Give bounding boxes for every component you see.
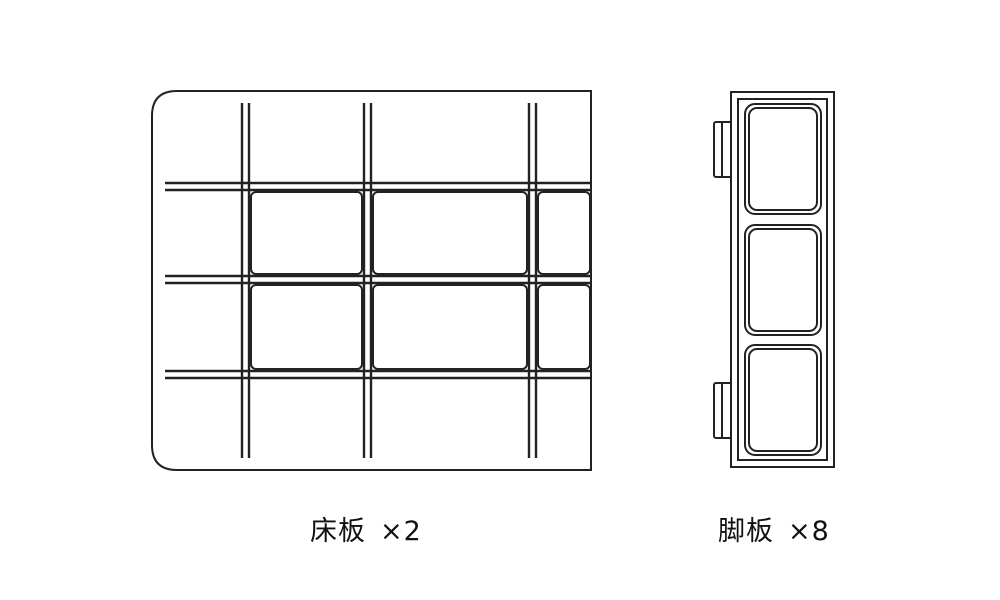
- floor-board-cells: [250, 191, 591, 370]
- floor-board-name: 床板: [310, 516, 366, 547]
- leg-board-tabs: [713, 121, 733, 439]
- leg-board-windows: [744, 103, 822, 456]
- leg-board-name: 脚板: [718, 516, 774, 547]
- floor-board-vertical-grooves: [240, 103, 538, 458]
- floor-board-quantity: ×2: [380, 516, 422, 547]
- leg-board-drawing: [713, 91, 835, 468]
- floor-board-drawing: [151, 90, 592, 471]
- leg-board-quantity: ×8: [788, 516, 830, 547]
- floor-board-caption: 床板 ×2: [310, 518, 422, 545]
- leg-board-caption: 脚板 ×8: [718, 518, 830, 545]
- floor-board-horizontal-grooves: [165, 181, 590, 380]
